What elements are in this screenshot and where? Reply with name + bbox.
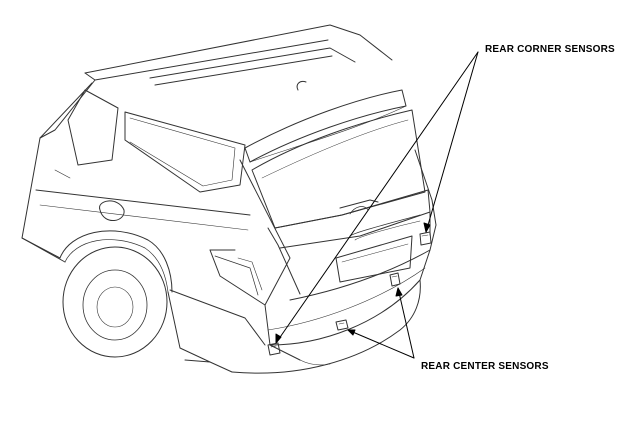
- tailgate: [209, 89, 437, 306]
- rear-center-sensor-right: [389, 272, 401, 287]
- rear-center-sensors-label: REAR CENTER SENSORS: [421, 361, 549, 372]
- rear-center-sensor-left: [335, 319, 349, 331]
- center-sensors-leaders: [347, 287, 415, 359]
- tail-light: [209, 159, 291, 306]
- leader-line-corner-right: [425, 51, 479, 233]
- arrowhead-center-left: [347, 329, 356, 336]
- roof: [39, 24, 393, 139]
- leader-line-center-right: [397, 287, 415, 359]
- rear-corner-sensor-left: [267, 342, 281, 356]
- arrowhead-corner-right: [423, 222, 431, 233]
- fuel-door: [99, 200, 125, 221]
- side-body: [21, 79, 266, 346]
- door-window: [67, 89, 119, 166]
- leader-line-center-left: [347, 329, 415, 359]
- rear-glass: [251, 109, 426, 229]
- rear-bumper: [209, 224, 437, 374]
- rear-corner-sensors-label: REAR CORNER SENSORS: [485, 44, 615, 55]
- leader-line-corner-left: [275, 51, 479, 344]
- rear-side-window: [124, 111, 246, 193]
- sensors: [267, 231, 432, 356]
- arrowhead-corner-left: [275, 333, 282, 344]
- spoiler: [244, 89, 407, 163]
- corner-sensors-leaders: [275, 51, 479, 344]
- rear-wiper: [339, 199, 379, 209]
- arrowhead-center-right: [395, 287, 403, 297]
- license-plate-recess: [335, 235, 413, 283]
- rear-corner-sensor-right: [419, 231, 432, 246]
- callout-lines: [275, 51, 479, 359]
